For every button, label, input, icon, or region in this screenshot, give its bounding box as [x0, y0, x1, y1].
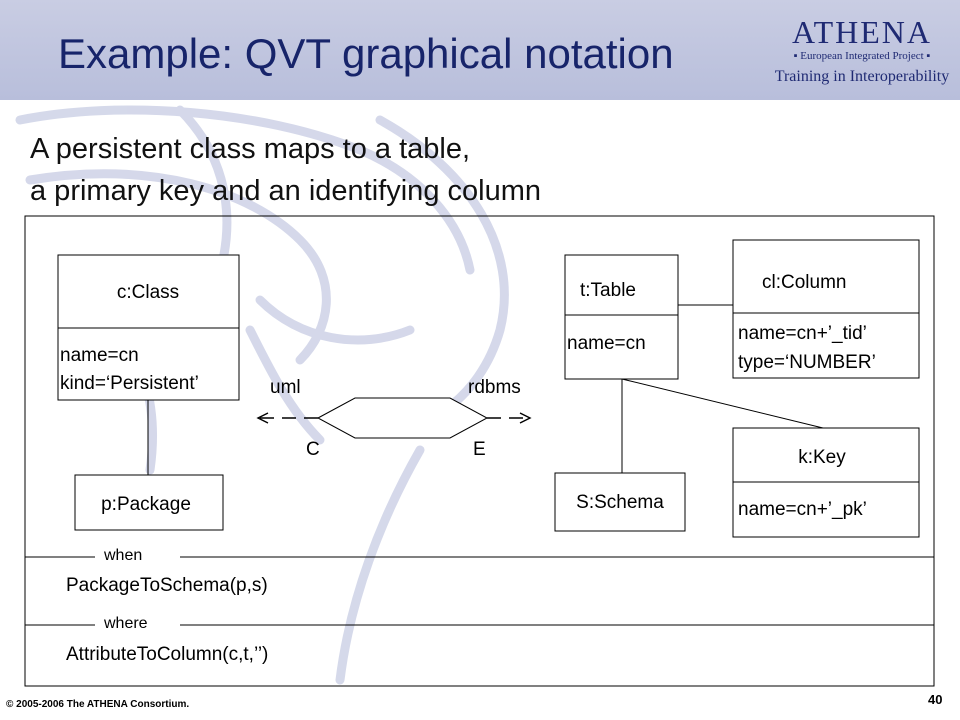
column-box-attr-name: name=cn+’_tid’: [738, 323, 867, 344]
key-box: k:Key name=cn+’_pk’: [732, 427, 920, 538]
slide-title: Example: QVT graphical notation: [58, 30, 674, 77]
table-key-link: [621, 378, 824, 429]
subtitle-line-1: A persistent class maps to a table,: [30, 133, 471, 165]
header-bar: [0, 0, 960, 100]
copyright-text: © 2005-2006 The ATHENA Consortium.: [6, 699, 190, 710]
uml-domain-label: uml: [270, 377, 301, 398]
subtitle-line-2: a primary key and an identifying column: [30, 175, 541, 207]
relation-symbol: uml rdbms C E: [256, 377, 532, 460]
when-label: when: [103, 547, 142, 564]
table-box: t:Table name=cn: [564, 254, 679, 380]
athena-logo: ATHENA ▪ European Integrated Project ▪ T…: [768, 16, 956, 94]
checkonly-label: C: [306, 439, 320, 460]
class-box-attr-name: name=cn: [60, 345, 139, 366]
key-box-title: k:Key: [798, 447, 846, 468]
when-clause: PackageToSchema(p,s): [66, 575, 268, 596]
class-box: c:Class name=cn kind=‘Persistent’: [57, 254, 240, 401]
table-box-title: t:Table: [580, 280, 636, 301]
table-box-attr-name: name=cn: [567, 333, 646, 354]
class-box-title: c:Class: [117, 282, 179, 303]
where-clause: AttributeToColumn(c,t,’’): [66, 644, 268, 665]
package-box-title: p:Package: [101, 494, 191, 515]
schema-box-title: S:Schema: [576, 492, 664, 513]
class-box-attr-kind: kind=‘Persistent’: [60, 373, 199, 394]
diagram-frame: [24, 215, 935, 687]
column-box-title: cl:Column: [762, 272, 846, 293]
rdbms-domain-label: rdbms: [468, 377, 521, 398]
column-box: cl:Column name=cn+’_tid’ type=‘NUMBER’: [732, 239, 920, 379]
logo-wordmark: ATHENA: [792, 14, 932, 50]
key-box-attr-name: name=cn+’_pk’: [738, 499, 867, 520]
logo-subtitle: ▪ European Integrated Project ▪: [793, 50, 931, 62]
column-box-attr-type: type=‘NUMBER’: [738, 352, 876, 373]
slide-subtitle: A persistent class maps to a table, a pr…: [30, 128, 541, 212]
page-number: 40: [928, 692, 943, 707]
relation-hexagon: [316, 397, 489, 439]
schema-box: S:Schema: [554, 472, 686, 532]
enforce-label: E: [473, 439, 486, 460]
logo-tagline: Training in Interoperability: [774, 68, 950, 85]
where-label: where: [103, 615, 148, 632]
package-box: p:Package: [74, 474, 224, 531]
